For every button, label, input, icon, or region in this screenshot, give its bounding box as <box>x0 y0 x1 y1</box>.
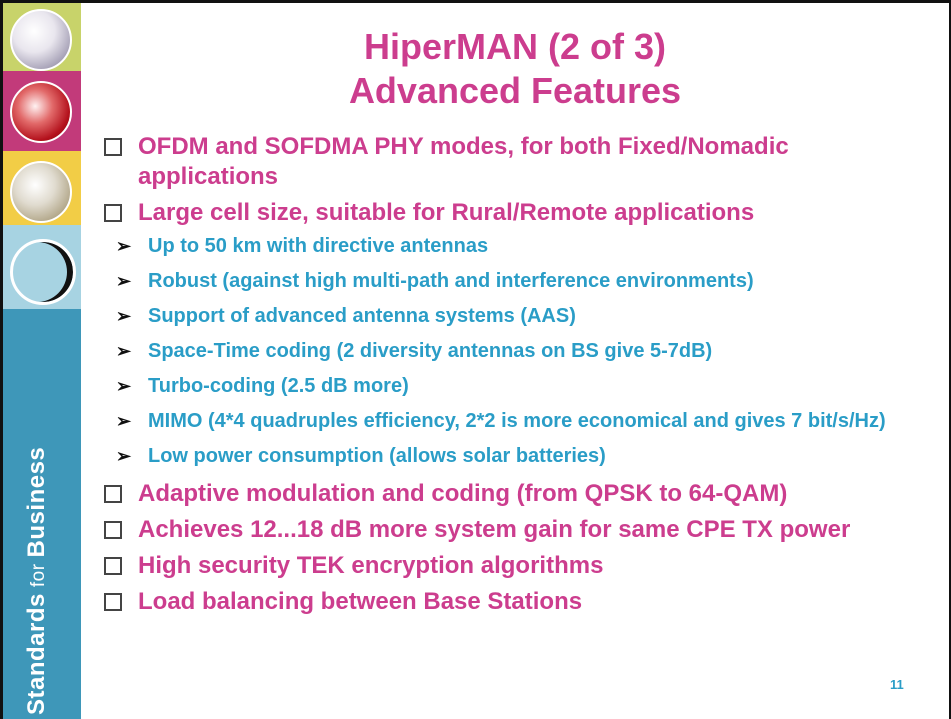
page-number: 11 <box>890 677 904 692</box>
checkbox-bullet-icon <box>104 138 122 156</box>
brand-word-for: for <box>28 563 49 588</box>
sub-list-item-text: Support of advanced antenna systems (AAS… <box>148 305 576 327</box>
list-item-text: Large cell size, suitable for Rural/Remo… <box>138 199 755 226</box>
slide-title-line1: HiperMAN (2 of 3) <box>363 26 666 67</box>
sub-list-item-text: Turbo-coding (2.5 dB more) <box>148 375 409 397</box>
arrow-bullet-icon: ➢ <box>116 411 132 431</box>
arrow-bullet-icon: ➢ <box>116 446 132 466</box>
brand-word-standards: Standards <box>23 593 50 715</box>
list-item-text: High security TEK encryption algorithms <box>138 552 604 579</box>
arrow-bullet-icon: ➢ <box>116 236 132 256</box>
sub-list-item-text: Space-Time coding (2 diversity antennas … <box>148 340 713 362</box>
sub-list-item: ➢ Robust (against high multi-path and in… <box>104 269 904 293</box>
list-item: Achieves 12...18 dB more system gain for… <box>104 515 904 545</box>
sub-list-item: ➢ MIMO (4*4 quadruples efficiency, 2*2 i… <box>104 409 904 433</box>
checkbox-bullet-icon <box>104 593 122 611</box>
list-item-text: OFDM and SOFDMA PHY modes, for both Fixe… <box>138 133 789 190</box>
arrow-bullet-icon: ➢ <box>116 271 132 291</box>
globe-icon-grey <box>10 9 72 71</box>
frame-right-border <box>949 0 951 719</box>
globe-icon-red <box>10 81 72 143</box>
bullet-list: OFDM and SOFDMA PHY modes, for both Fixe… <box>104 132 904 623</box>
sub-list-item: ➢ Low power consumption (allows solar ba… <box>104 444 904 468</box>
checkbox-bullet-icon <box>104 557 122 575</box>
sidebar-band-blue <box>3 309 81 719</box>
sub-list-item: ➢ Turbo-coding (2.5 dB more) <box>104 374 904 398</box>
frame-left-border <box>0 0 3 719</box>
sub-list-item-text: Robust (against high multi-path and inte… <box>148 270 754 292</box>
arrow-bullet-icon: ➢ <box>116 376 132 396</box>
list-item: High security TEK encryption algorithms <box>104 551 904 581</box>
list-item: Large cell size, suitable for Rural/Remo… <box>104 198 904 228</box>
sub-list-item: ➢ Space-Time coding (2 diversity antenna… <box>104 339 904 363</box>
list-item-text: Load balancing between Base Stations <box>138 588 583 615</box>
list-item: Load balancing between Base Stations <box>104 587 904 617</box>
checkbox-bullet-icon <box>104 485 122 503</box>
list-item-text: Adaptive modulation and coding (from QPS… <box>138 480 788 507</box>
checkbox-bullet-icon <box>104 204 122 222</box>
sidebar: Standards for Business <box>3 3 81 719</box>
sub-list-item-text: Low power consumption (allows solar batt… <box>148 445 606 467</box>
frame-top-border <box>0 0 951 3</box>
globe-icon-blue <box>10 239 76 305</box>
sub-list-item-text: MIMO (4*4 quadruples efficiency, 2*2 is … <box>148 410 886 432</box>
sub-list-item: ➢ Support of advanced antenna systems (A… <box>104 304 904 328</box>
slide-title-line2: Advanced Features <box>348 70 682 111</box>
sub-list-item: ➢ Up to 50 km with directive antennas <box>104 234 904 258</box>
brand-text: Standards for Business <box>23 447 51 715</box>
list-item: OFDM and SOFDMA PHY modes, for both Fixe… <box>104 132 904 192</box>
arrow-bullet-icon: ➢ <box>116 341 132 361</box>
checkbox-bullet-icon <box>104 521 122 539</box>
arrow-bullet-icon: ➢ <box>116 306 132 326</box>
sub-list-item-text: Up to 50 km with directive antennas <box>148 235 489 257</box>
globe-icon-tan <box>10 161 72 223</box>
list-item: Adaptive modulation and coding (from QPS… <box>104 479 904 509</box>
list-item-text: Achieves 12...18 dB more system gain for… <box>138 516 851 543</box>
brand-word-business: Business <box>23 446 50 558</box>
